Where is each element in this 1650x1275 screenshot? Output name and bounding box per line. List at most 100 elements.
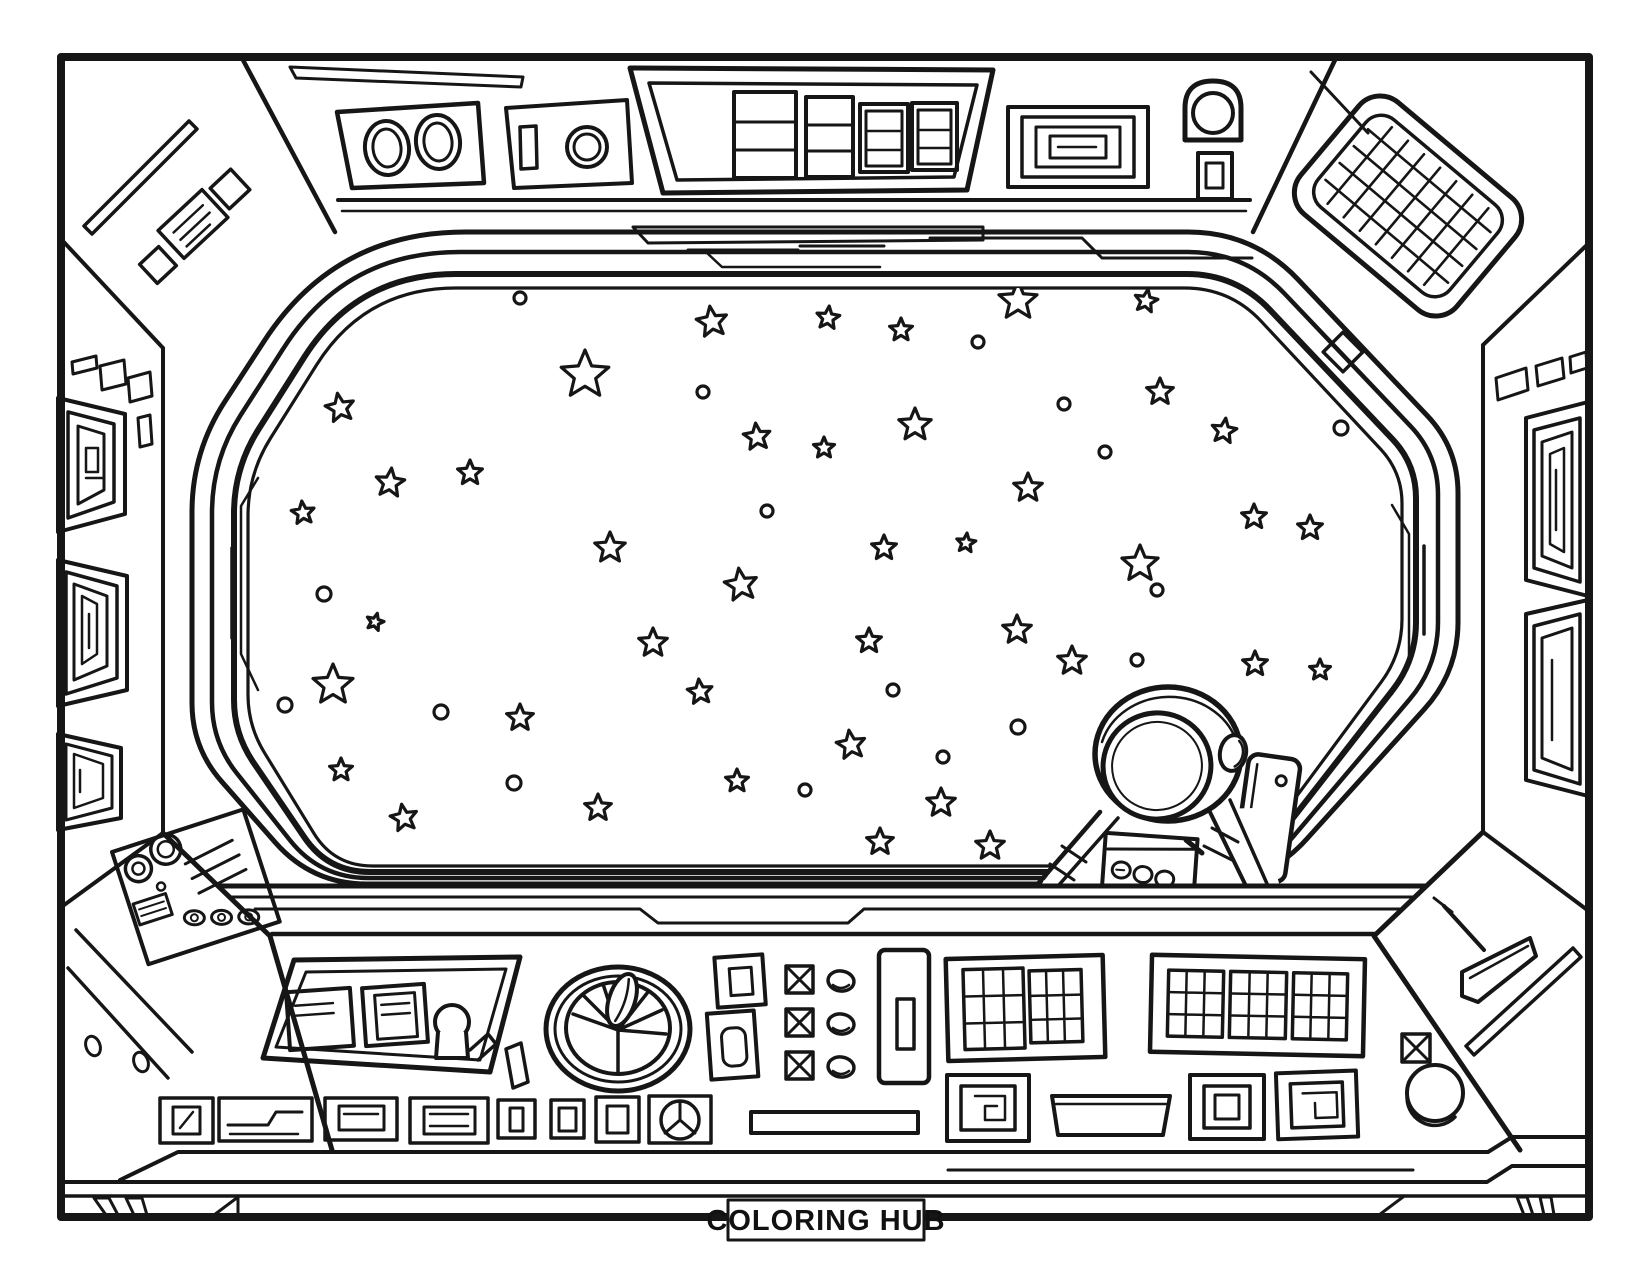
vent-grill-icon — [1291, 93, 1525, 319]
foot-trim — [124, 1196, 149, 1217]
viewport-window-frame — [189, 229, 1461, 887]
star-icon — [899, 408, 931, 439]
oval-button — [826, 1055, 856, 1079]
star-icon — [313, 664, 353, 702]
square-button — [323, 1096, 399, 1142]
top-left-corner-panel — [82, 119, 252, 286]
small-star-dot — [797, 782, 813, 798]
knob-icon — [433, 1003, 498, 1062]
foot-trim — [92, 1196, 120, 1217]
star-icon — [956, 532, 977, 552]
oval-button — [826, 1012, 856, 1036]
star-icon — [872, 535, 897, 559]
small-star-dot — [1009, 718, 1027, 736]
console-right-edge — [1371, 829, 1523, 1153]
small-star-dot — [1332, 419, 1350, 437]
star-icon — [1310, 659, 1331, 679]
foot-trim — [1515, 1195, 1535, 1217]
oval-button — [826, 969, 856, 993]
star-icon — [375, 467, 406, 497]
star-icon — [835, 728, 867, 759]
monitor-screen — [910, 101, 959, 172]
ceiling-monitor-bank — [627, 65, 996, 196]
star-icon — [323, 391, 356, 423]
star-icon — [1133, 287, 1159, 312]
star-icon — [1243, 651, 1268, 675]
diagonal-trim-stripe — [82, 119, 199, 236]
left-button-panel — [260, 954, 523, 1075]
monitor-screen — [732, 90, 798, 180]
star-icon — [1003, 615, 1032, 642]
star-icon — [867, 828, 894, 853]
small-star-dot — [695, 384, 711, 400]
trackball — [1405, 1063, 1465, 1128]
small-star-dot — [759, 503, 775, 519]
star-icon — [290, 500, 315, 524]
star-icon — [561, 350, 609, 395]
footer-brand-plate: COLORING HUB — [706, 1198, 945, 1242]
small-button — [712, 952, 768, 1010]
right-corner-wedge — [1400, 896, 1583, 1128]
star-field — [278, 281, 1350, 858]
star-icon — [814, 437, 835, 457]
monitor-screen — [858, 102, 910, 174]
star-icon — [1242, 504, 1267, 528]
clover-button — [647, 1094, 713, 1145]
foot-trim — [1538, 1195, 1556, 1217]
astronaut-tool — [1183, 837, 1205, 856]
long-bar-button — [749, 1110, 920, 1135]
star-icon — [816, 305, 841, 329]
diagonal-trim-bar — [1464, 946, 1583, 1057]
star-icon — [742, 422, 771, 450]
star-icon — [890, 318, 913, 340]
ceiling-lamp — [1182, 78, 1244, 201]
star-icon — [726, 769, 749, 791]
window-sill — [217, 883, 1429, 937]
nested-square-button — [1188, 1073, 1266, 1141]
top-right-corner — [1291, 70, 1525, 374]
small-star-dot — [505, 774, 523, 792]
star-icon — [1058, 646, 1087, 673]
grid-window-panel-left — [943, 952, 1108, 1064]
maze-panel — [56, 396, 127, 534]
bottom-button-row — [158, 1094, 713, 1145]
small-star-dot — [1097, 444, 1113, 460]
maze-panel — [56, 558, 129, 708]
dial-lever — [605, 972, 639, 1028]
star-icon — [585, 794, 612, 819]
spiral-button — [945, 1073, 1031, 1143]
panel-button — [360, 981, 430, 1049]
square-button — [158, 1096, 215, 1145]
small-star-dot — [1149, 582, 1165, 598]
x-checkbox-icon — [1400, 1032, 1432, 1064]
square-button — [549, 1098, 586, 1140]
star-icon — [458, 460, 483, 484]
checkbox-cluster — [784, 964, 856, 1081]
star-icon — [1122, 545, 1158, 579]
star-icon — [1147, 378, 1174, 403]
control-console — [66, 807, 1583, 1153]
star-icon — [639, 628, 668, 655]
ceiling-oval-lights-panel — [334, 100, 487, 191]
ceiling — [240, 57, 1338, 269]
star-icon — [1014, 473, 1043, 500]
maze-panel — [1524, 400, 1590, 598]
small-star-dot — [512, 290, 528, 306]
small-star-dot — [1056, 396, 1072, 412]
star-icon — [330, 758, 353, 780]
star-icon — [1210, 416, 1238, 443]
star-icon — [857, 628, 882, 652]
window-top-trim-bar — [631, 225, 985, 245]
small-star-dot — [315, 585, 333, 603]
square-button — [496, 1098, 537, 1140]
ceiling-round-gauge-panel — [504, 98, 634, 190]
small-star-dot — [1129, 652, 1145, 668]
square-button — [594, 1095, 641, 1144]
left-wall-panels — [56, 354, 154, 832]
corner-control-cluster — [110, 807, 282, 967]
x-checkbox-icon — [784, 1007, 815, 1038]
star-icon — [686, 678, 713, 704]
brand-label: COLORING HUB — [706, 1205, 945, 1237]
spiral-button — [1273, 1068, 1361, 1142]
